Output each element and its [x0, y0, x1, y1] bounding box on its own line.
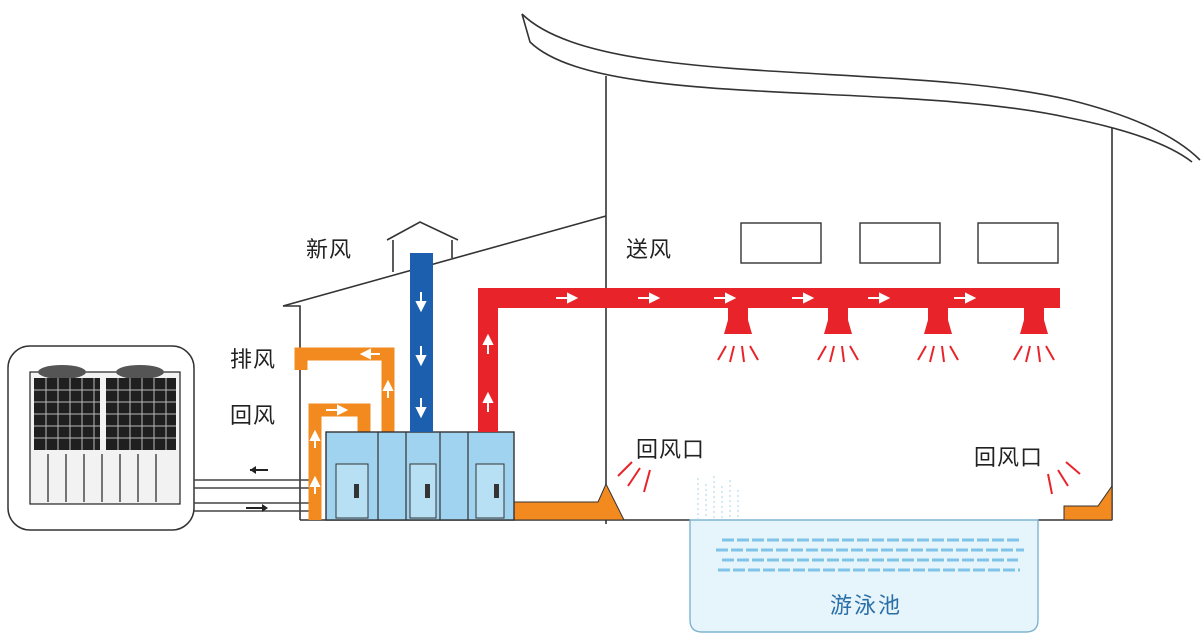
return-airflow-left: [617, 461, 651, 493]
roof-curve-bottom: [521, 13, 1193, 163]
window-3: [977, 222, 1059, 264]
diffuser-airflow: [717, 345, 1055, 363]
air-handling-unit: [325, 431, 515, 521]
return-vent-left-label: 回风口: [636, 438, 706, 463]
arrow-right-icon: [246, 504, 268, 512]
swimming-pool: [689, 476, 1039, 633]
annex-roof: [282, 215, 607, 307]
fresh-air-hood-walls: [392, 240, 453, 272]
supply-diffusers: [724, 306, 1048, 334]
exhaust-air-label: 排风: [230, 348, 277, 373]
supply-duct: [478, 288, 1060, 432]
window-2: [859, 222, 941, 264]
return-vent-base-right: [1063, 484, 1113, 521]
supply-air-label: 送风: [626, 238, 673, 263]
pool-label: 游泳池: [830, 594, 903, 619]
return-airflow-right: [1047, 461, 1081, 495]
return-air-label: 回风: [230, 404, 277, 429]
fresh-air-duct: [410, 253, 433, 432]
air-diffuser-icon: [1020, 306, 1048, 334]
fresh-air-hood-roof: [386, 221, 459, 241]
window-1: [740, 222, 822, 264]
arrow-left-icon: [250, 466, 268, 474]
duct-flow-arrows: [309, 292, 977, 494]
annex-wall: [283, 305, 301, 520]
refrigerant-pipes: [194, 479, 310, 512]
return-vent-base-left: [513, 482, 625, 521]
air-diffuser-icon: [924, 306, 952, 334]
return-vent-right-label: 回风口: [974, 446, 1044, 471]
air-diffuser-icon: [824, 306, 852, 334]
fresh-air-label: 新风: [306, 238, 353, 263]
heat-pump-unit-icon: [7, 345, 195, 531]
roof-curve-top: [521, 13, 1201, 161]
air-diffuser-icon: [724, 306, 752, 334]
